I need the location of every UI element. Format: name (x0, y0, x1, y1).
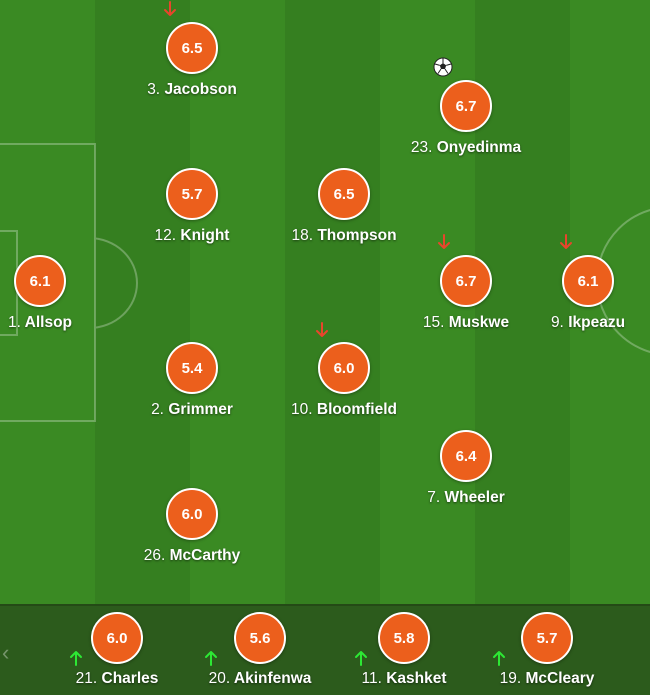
player-ikpeazu[interactable]: 6.1 9. Ikpeazu (513, 255, 650, 332)
arrow-up-icon (70, 651, 82, 666)
sub-charles[interactable]: 6.0 21. Charles (42, 612, 192, 688)
player-name: 15. Muskwe (422, 314, 510, 331)
rating-badge: 6.5 (318, 168, 370, 220)
player-name: 19. McCleary (499, 670, 595, 687)
player-muskwe[interactable]: 6.7 15. Muskwe (391, 255, 541, 332)
rating-badge: 5.7 (166, 168, 218, 220)
arrow-down-icon (164, 1, 176, 16)
player-name: 12. Knight (154, 227, 230, 244)
arrow-down-icon (560, 234, 572, 249)
player-name: 21. Charles (75, 670, 159, 687)
player-onyedinma[interactable]: 6.7 23. Onyedinma (391, 80, 541, 157)
rating-badge: 6.1 (14, 255, 66, 307)
player-name: 1. Allsop (7, 314, 73, 331)
penalty-box-line (0, 143, 96, 422)
rating-badge: 6.0 (91, 612, 143, 664)
player-name: 26. McCarthy (143, 547, 241, 564)
player-name: 7. Wheeler (427, 489, 505, 506)
rating-badge: 5.4 (166, 342, 218, 394)
player-mccarthy[interactable]: 6.0 26. McCarthy (117, 488, 267, 565)
arrow-up-icon (205, 651, 217, 666)
arrow-down-icon (438, 234, 450, 249)
player-name: 9. Ikpeazu (550, 314, 626, 331)
rating-badge: 5.8 (378, 612, 430, 664)
pitch: 6.1 1. Allsop 6.5 3. Jacobson 5.7 12. Kn… (0, 0, 650, 604)
arrow-down-icon (316, 322, 328, 337)
rating-badge: 5.7 (521, 612, 573, 664)
player-allsop[interactable]: 6.1 1. Allsop (0, 255, 115, 332)
rating-badge: 5.6 (234, 612, 286, 664)
sub-mccleary[interactable]: 5.7 19. McCleary (472, 612, 622, 688)
sub-kashket[interactable]: 5.8 11. Kashket (329, 612, 479, 688)
player-name: 3. Jacobson (147, 81, 237, 98)
player-name: 20. Akinfenwa (208, 670, 312, 687)
rating-badge: 6.7 (440, 255, 492, 307)
player-wheeler[interactable]: 6.4 7. Wheeler (391, 430, 541, 507)
player-name: 23. Onyedinma (410, 139, 522, 156)
rating-badge: 6.7 (440, 80, 492, 132)
football-icon (433, 57, 453, 77)
player-jacobson[interactable]: 6.5 3. Jacobson (117, 22, 267, 99)
player-name: 10. Bloomfield (291, 401, 397, 418)
player-name: 11. Kashket (361, 670, 447, 687)
player-thompson[interactable]: 6.5 18. Thompson (269, 168, 419, 245)
rating-badge: 6.0 (166, 488, 218, 540)
rating-badge: 6.4 (440, 430, 492, 482)
arrow-up-icon (493, 651, 505, 666)
player-bloomfield[interactable]: 6.0 10. Bloomfield (269, 342, 419, 419)
player-knight[interactable]: 5.7 12. Knight (117, 168, 267, 245)
sub-akinfenwa[interactable]: 5.6 20. Akinfenwa (185, 612, 335, 688)
rating-badge: 6.0 (318, 342, 370, 394)
player-name: 18. Thompson (291, 227, 397, 244)
rating-badge: 6.5 (166, 22, 218, 74)
chevron-left-icon[interactable]: ‹ (2, 640, 10, 665)
arrow-up-icon (355, 651, 367, 666)
rating-badge: 6.1 (562, 255, 614, 307)
player-grimmer[interactable]: 5.4 2. Grimmer (117, 342, 267, 419)
player-name: 2. Grimmer (151, 401, 233, 418)
